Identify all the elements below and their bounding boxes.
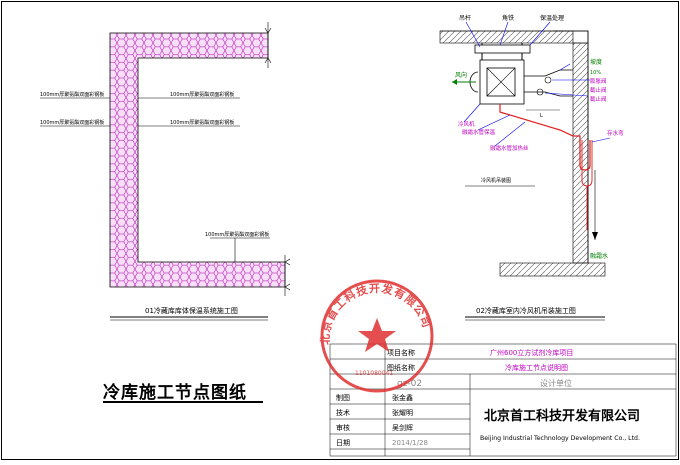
cooler-install-drawing: 风向 L 吊杆 角铁 保温处理 坡度 10%: [439, 14, 624, 321]
drawing-number: gz-02: [397, 379, 422, 389]
right-caption: 02冷藏库室内冷风机吊装施工图: [476, 306, 576, 315]
label-sub: 冷风机吊装图: [481, 177, 511, 184]
row-role-4: 日期: [336, 439, 350, 447]
company-stamp: 北京首工科技开发有限公司 1101080041: [318, 279, 434, 393]
drawing-label: 图纸名称: [387, 363, 415, 372]
label-angle: 角铁: [502, 14, 514, 22]
wall-note-4: 100mm厚聚氨酯双面彩钢板: [170, 119, 234, 126]
insulation-wall-drawing: 100mm厚聚氨酯双面彩钢板 100mm厚聚氨酯双面彩钢板 100mm厚聚氨酯双…: [40, 22, 291, 321]
wall-note-3: 100mm厚聚氨酯双面彩钢板: [170, 91, 234, 98]
label-hanger: 吊杆: [459, 14, 471, 22]
title-block-text: 项目名称 图纸名称 广州600立方试剂冷库项目 冷库施工节点说明图 gz-02 …: [336, 348, 640, 447]
drawing-name: 冷库施工节点说明图: [505, 363, 568, 372]
wind-label: 风向: [455, 71, 467, 79]
company-cn: 北京首工科技开发有限公司: [484, 408, 640, 424]
design-unit-label: 设计单位: [540, 378, 572, 388]
label-drain: 融霜水: [590, 252, 608, 260]
row-role-2: 技术: [336, 408, 350, 417]
main-title-underline: [103, 401, 263, 403]
row-name-3: 吴剑辉: [392, 423, 413, 432]
project-label: 项目名称: [387, 348, 415, 357]
label-cooler: 冷风机: [458, 120, 475, 128]
left-caption: 01冷藏库库体保温系统施工图: [145, 306, 238, 315]
project-name: 广州600立方试剂冷库项目: [490, 348, 573, 357]
label-percent: 10%: [590, 70, 601, 76]
label-valve-3: 截止阀: [590, 95, 607, 103]
main-title: 冷库施工节点图纸: [103, 383, 247, 403]
label-trap: 存水弯: [607, 129, 624, 137]
wall-note-5: 100mm厚聚氨酯双面彩钢板: [205, 231, 269, 238]
row-role-3: 审核: [336, 423, 350, 432]
label-valve-1: 膨胀阀: [590, 77, 607, 85]
label-pipe-ins: 融霜水管保温: [462, 128, 496, 136]
wall-note-2: 100mm厚聚氨酯双面彩钢板: [40, 119, 104, 126]
label-insulation: 保温处理: [540, 14, 564, 22]
row-name-4: 2014/1/28: [392, 439, 428, 447]
svg-text:L: L: [540, 113, 543, 119]
company-en: Beijing Industrial Technology Developmen…: [480, 435, 640, 442]
row-role-1: 制图: [336, 393, 350, 402]
wall-note-1: 100mm厚聚氨酯双面彩钢板: [40, 91, 104, 98]
label-pipe-heat: 融霜水管加热丝: [490, 144, 529, 152]
row-name-1: 张金鑫: [392, 393, 413, 402]
label-valve-2: 截止阀: [590, 86, 607, 94]
label-slope: 坡度: [590, 58, 602, 66]
row-name-2: 张耀明: [392, 408, 413, 417]
stamp-number: 1101080041: [355, 370, 393, 377]
